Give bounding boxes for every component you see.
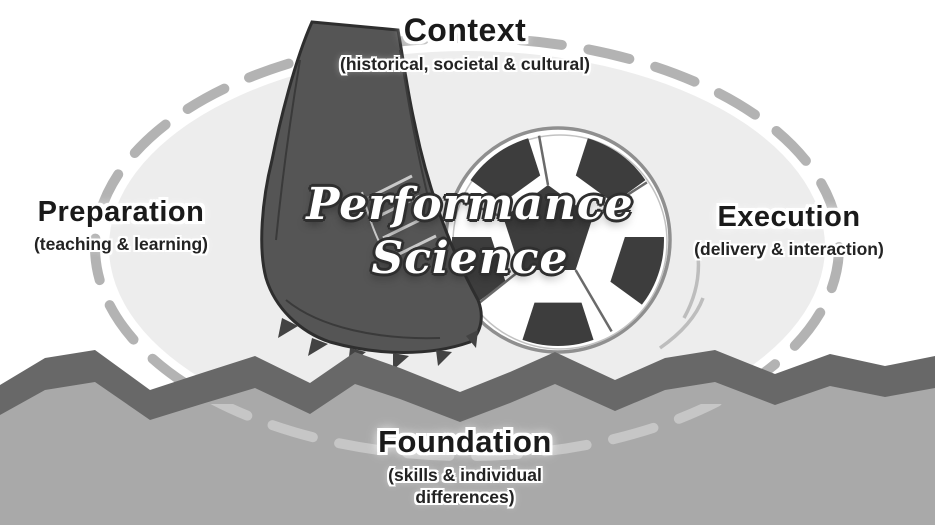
ground-fill xyxy=(0,382,935,525)
context-subtitle: (historical, societal & cultural) xyxy=(340,54,590,74)
motion-lines-icon xyxy=(658,247,705,350)
preparation-title: Preparation xyxy=(37,196,205,228)
dashed-ellipse xyxy=(90,33,844,461)
execution-subtitle: (delivery & interaction) xyxy=(694,239,884,259)
preparation-node: Preparation (teaching & learning) xyxy=(0,196,242,255)
foundation-title: Foundation xyxy=(378,424,552,459)
execution-node: Execution (delivery & interaction) xyxy=(663,201,915,260)
preparation-subtitle: (teaching & learning) xyxy=(33,234,209,254)
execution-title: Execution xyxy=(717,201,861,233)
performance-science-title: Performance Science xyxy=(290,178,650,286)
foundation-node: Foundation (skills & individual differen… xyxy=(345,424,585,508)
soccer-ball-icon xyxy=(444,126,672,354)
title-line-2: Science xyxy=(371,233,569,284)
soccer-boot-icon xyxy=(260,20,483,370)
context-title: Context xyxy=(403,12,527,48)
context-node: Context (historical, societal & cultural… xyxy=(330,12,600,75)
foundation-subtitle: (skills & individual differences) xyxy=(388,465,542,507)
title-line-1: Performance xyxy=(306,179,634,230)
